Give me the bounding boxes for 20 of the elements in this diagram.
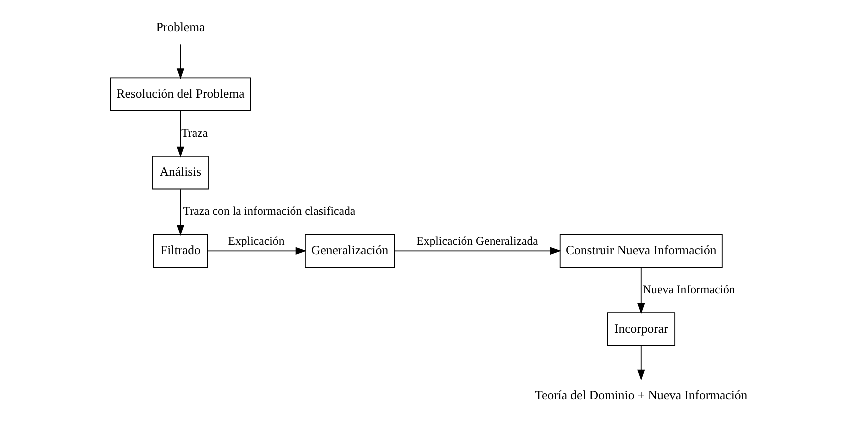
node-box: Resolución del Problema [110,78,252,112]
arrow [394,247,562,255]
node-box: Incorporar [607,312,676,346]
node-box: Generalización [305,234,396,268]
arrow [638,267,646,314]
edge-label: Nueva Información [643,282,736,296]
arrow [638,346,646,381]
edge-label: Explicación Generalizada [416,234,538,248]
edge-label: Traza [182,126,208,140]
arrow [176,189,185,236]
edge-label: Explicación [228,234,285,248]
node-box: Filtrado [153,234,208,268]
node-text: Teoría del Dominio + Nueva Información [535,388,748,402]
node-text: Problema [156,20,206,34]
node-box: Análisis [152,156,209,190]
node-box: Construir Nueva Información [560,234,723,268]
edge-label: Traza con la información clasificada [183,204,356,218]
arrow [176,44,185,80]
arrow [176,110,185,158]
arrow [207,247,307,255]
